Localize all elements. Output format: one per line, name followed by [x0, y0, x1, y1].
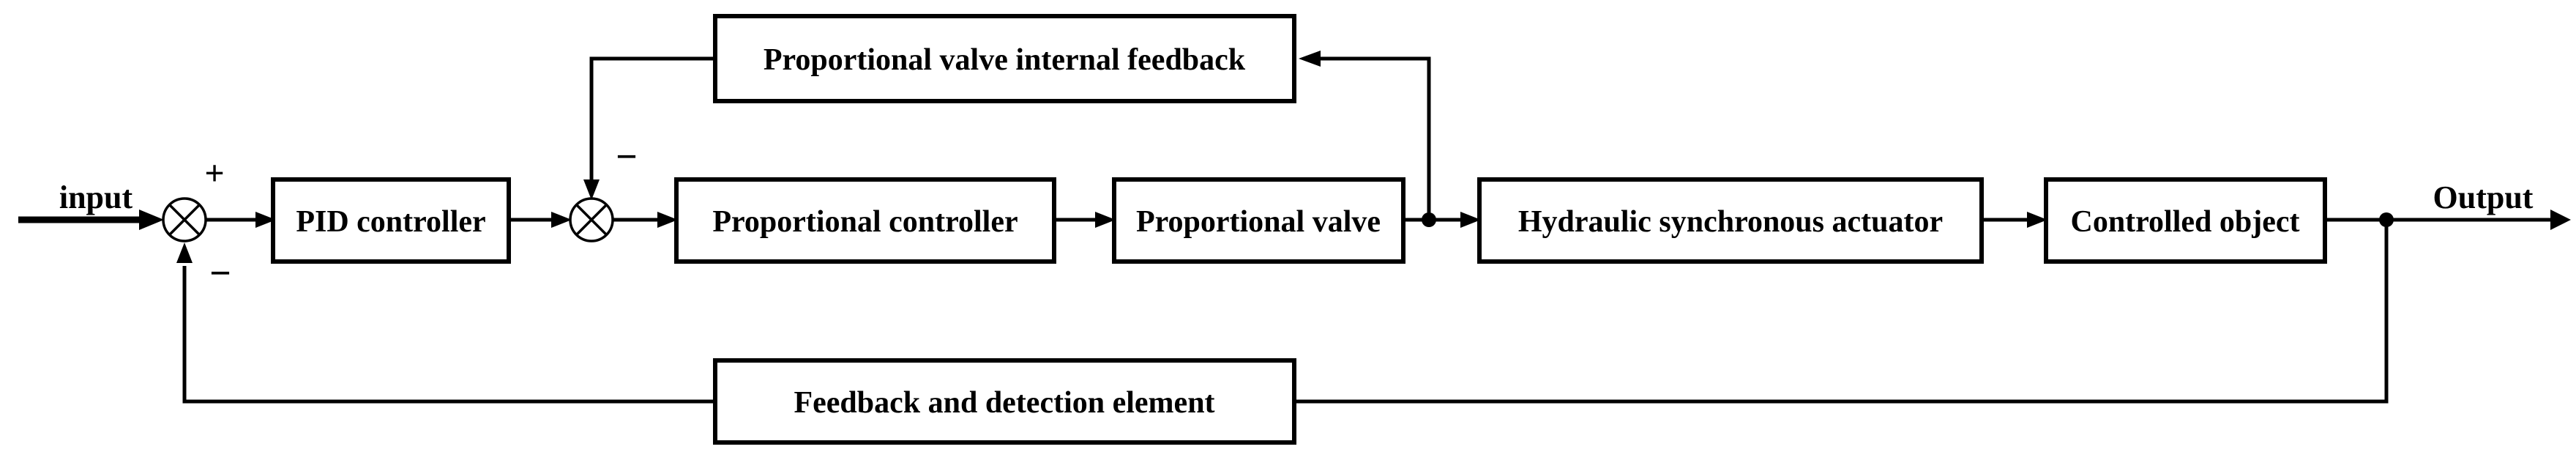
arrowhead-left-icon	[1299, 51, 1321, 67]
pid-controller-label: PID controller	[296, 205, 485, 239]
summing-junction-valve	[569, 197, 614, 242]
minus-sign-outer-feedback: −	[209, 253, 231, 294]
arrowhead-icon	[551, 212, 572, 228]
plus-sign: +	[204, 154, 224, 193]
proportional-controller-block	[674, 177, 1056, 264]
hydraulic-actuator-block	[1477, 177, 1984, 264]
hydraulic-actuator-label: Hydraulic synchronous actuator	[1518, 205, 1943, 239]
valve-internal-feedback-block	[713, 14, 1296, 103]
feedback-detection-block	[713, 358, 1296, 445]
wire-output-to-feedback-element	[1294, 220, 2389, 404]
proportional-valve-label: Proportional valve	[1136, 205, 1381, 239]
arrowhead-down-icon	[583, 179, 600, 200]
arrowhead-up-icon	[176, 242, 193, 263]
input-arrowhead-icon	[139, 210, 164, 230]
arrowhead-icon	[1460, 212, 1481, 228]
arrowhead-icon	[657, 212, 678, 228]
feedback-detection-label: Feedback and detection element	[794, 386, 1214, 420]
arrowhead-icon	[255, 212, 276, 228]
pid-controller-block	[271, 177, 511, 264]
summing-junction-input	[162, 197, 207, 242]
output-label: Output	[2433, 179, 2534, 215]
arrowhead-icon	[1095, 212, 1116, 228]
input-label: input	[59, 179, 133, 215]
proportional-controller-label: Proportional controller	[712, 205, 1018, 239]
wire-valve-feedback-to-sum2	[589, 56, 715, 181]
controlled-object-block	[2044, 177, 2327, 264]
wire-feedback-element-to-sum1	[182, 266, 715, 404]
sum-cross-icon	[575, 204, 608, 236]
branch-dot-valve-output	[1422, 212, 1436, 227]
proportional-valve-block	[1112, 177, 1405, 264]
controlled-object-label: Controlled object	[2070, 205, 2299, 239]
arrowhead-icon	[2027, 212, 2047, 228]
valve-internal-feedback-label: Proportional valve internal feedback	[764, 43, 1246, 77]
minus-sign-valve-feedback: −	[616, 136, 638, 178]
sum-cross-icon	[168, 204, 201, 236]
output-arrowhead-icon	[2550, 210, 2571, 230]
wire-valve-branch-to-feedback	[1321, 56, 1431, 220]
